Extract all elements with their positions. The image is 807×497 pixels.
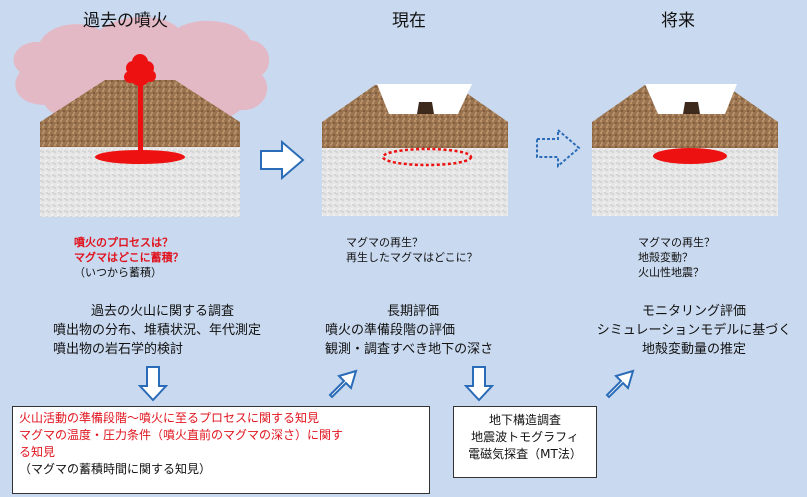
present-investigation: 長期評価 噴火の準備段階の評価 観測・調査すべき地下の深さ	[325, 302, 493, 359]
present-investigation-heading: 長期評価	[387, 304, 440, 319]
knowledge-line: マグマの温度・圧力条件（噴火直前のマグマの深さ）に関す	[19, 428, 344, 442]
future-question-regeneration: マグマの再生？	[638, 236, 715, 249]
past-investigation-item: 噴出物の分布、堆積状況、年代測定	[53, 323, 262, 338]
past-question-timing: （いつから蓄積）	[74, 266, 162, 279]
future-investigation-item: シミュレーションモデルに基づく	[596, 323, 792, 338]
present-questions: マグマの再生？ 再生したマグマはどこに？	[346, 235, 478, 265]
present-question-regeneration: マグマの再生？	[346, 236, 423, 249]
future-volcano-illustration	[592, 84, 778, 216]
future-title: 将来	[661, 11, 695, 31]
knowledge-box: 火山活動の準備段階～噴火に至るプロセスに関する知見 マグマの温度・圧力条件（噴火…	[12, 406, 430, 494]
down-arrow-icon	[137, 366, 169, 402]
present-volcano-illustration	[322, 84, 508, 216]
past-investigation: 過去の火山に関する調査 噴出物の分布、堆積状況、年代測定 噴出物の岩石学的検討	[53, 302, 261, 359]
present-investigation-item: 観測・調査すべき地下の深さ	[325, 342, 494, 357]
present-investigation-item: 噴火の準備段階の評価	[325, 323, 456, 338]
future-magma-chamber	[653, 148, 727, 164]
survey-methods-box: 地下構造調査 地震波トモグラフィ 電磁気探査（MT法）	[453, 406, 597, 478]
future-questions: マグマの再生？ 地殻変動？ 火山性地震？	[638, 235, 715, 280]
down-arrow-icon	[463, 366, 495, 402]
eroded-crater	[377, 84, 472, 114]
future-investigation-heading: モニタリング評価	[641, 304, 746, 319]
up-right-arrow-icon	[605, 369, 635, 399]
past-question-storage: マグマはどこに蓄積？	[74, 251, 184, 264]
future-investigation-item: 地殻変動量の推定	[641, 342, 746, 357]
present-question-location: 再生したマグマはどこに？	[346, 251, 478, 264]
present-title: 現在	[392, 11, 426, 31]
survey-method: 電磁気探査（MT法）	[468, 447, 582, 461]
magma-chamber	[95, 150, 185, 164]
knowledge-line: る知見	[19, 445, 56, 459]
past-question-process: 噴火のプロセスは？	[74, 236, 173, 249]
knowledge-line: 火山活動の準備段階～噴火に至るプロセスに関する知見	[19, 411, 320, 425]
up-right-arrow-icon	[328, 369, 358, 399]
future-question-earthquake: 火山性地震？	[638, 266, 704, 279]
regenerating-magma-chamber	[381, 147, 473, 167]
magma-conduit	[138, 76, 143, 156]
past-eruption-title: 過去の噴火	[83, 11, 168, 31]
future-investigation: モニタリング評価 シミュレーションモデルに基づく 地殻変動量の推定	[585, 302, 803, 359]
future-question-deformation: 地殻変動？	[638, 251, 693, 264]
right-arrow-icon	[260, 139, 305, 181]
past-volcano-illustration	[13, 17, 270, 217]
past-investigation-heading: 過去の火山に関する調査	[91, 304, 235, 319]
past-questions: 噴火のプロセスは？ マグマはどこに蓄積？ （いつから蓄積）	[74, 235, 184, 280]
dotted-right-arrow-icon	[536, 127, 581, 169]
survey-method: 地震波トモグラフィ	[471, 430, 579, 444]
survey-method: 地下構造調査	[488, 413, 561, 427]
knowledge-line-storage-time: （マグマの蓄積時間に関する知見）	[19, 462, 212, 476]
past-investigation-item: 噴出物の岩石学的検討	[53, 342, 184, 357]
